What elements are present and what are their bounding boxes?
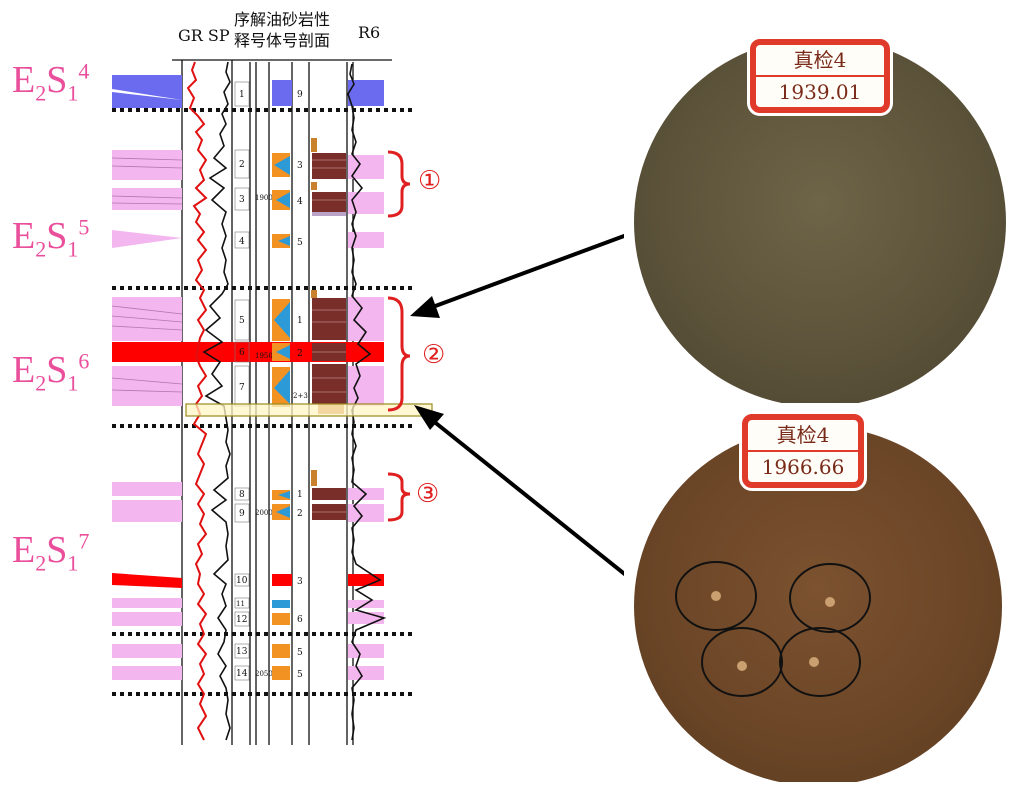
sand-num-4: 5	[297, 238, 303, 248]
depth-marks: 1900 1950 2000 2050	[255, 194, 273, 678]
sandbody-track: 9 3 4 5 1 2 2+3 1 2 3 6 5 5	[293, 90, 308, 680]
lithology-track	[311, 138, 346, 520]
interp-num-10: 10	[236, 576, 248, 586]
interp-num-12: 12	[236, 615, 247, 625]
interp-num-8: 8	[239, 490, 245, 500]
arrows	[410, 233, 624, 580]
depth-1900: 1900	[255, 194, 273, 202]
interp-num-14: 14	[236, 669, 248, 679]
sand-num-9: 2	[297, 509, 303, 519]
core-label-top-depth: 1939.01	[756, 75, 884, 107]
interp-num-3: 3	[239, 195, 245, 205]
depth-2000: 2000	[255, 509, 273, 517]
sand-num-2: 3	[297, 161, 303, 171]
sand-num-1: 9	[297, 90, 303, 100]
well-log-diagram: 1 2 3 4 5 6 7 8 9 10 11 12 13 14 1900 19…	[0, 0, 624, 789]
zone-label-e2s1-5: E2S15	[12, 214, 89, 263]
sand-num-8: 1	[297, 490, 303, 500]
bracket-label-2: ②	[422, 340, 445, 370]
sand-num-6: 2	[297, 349, 303, 359]
sp-curve	[204, 62, 230, 740]
depth-2050: 2050	[255, 670, 273, 678]
interp-num-6: 6	[239, 348, 245, 358]
interp-num-11: 11	[236, 600, 245, 608]
depth-1950: 1950	[255, 352, 273, 360]
sand-num-13: 5	[297, 670, 303, 680]
zone-label-e2s1-7: E2S17	[12, 528, 89, 577]
zone-label-e2s1-4: E2S14	[12, 58, 89, 107]
sand-num-12: 5	[297, 648, 303, 658]
sand-num-3: 4	[297, 197, 303, 207]
sand-num-5: 1	[297, 316, 303, 326]
interp-num-2: 2	[239, 160, 245, 170]
interp-num-9: 9	[239, 509, 245, 519]
interp-num-13: 13	[236, 647, 248, 657]
core-photo-top: 真检4 1939.01	[624, 23, 1010, 403]
zone-label-e2s1-6: E2S16	[12, 348, 89, 397]
sand-num-7: 2+3	[293, 392, 308, 400]
interp-num-7: 7	[239, 383, 245, 393]
sand-num-10: 3	[297, 577, 303, 587]
core-photo-bottom: 真检4 1966.66	[624, 406, 1010, 782]
interpretation-track: 1 2 3 4 5 6 7 8 9 10 11 12 13 14	[235, 82, 249, 680]
interp-num-4: 4	[239, 237, 245, 247]
core-label-top-well: 真检4	[756, 45, 884, 75]
bracket-label-3: ③	[416, 479, 439, 509]
core-label-top: 真检4 1939.01	[750, 39, 890, 113]
bracket-label-1: ①	[418, 166, 441, 196]
interp-num-1: 1	[239, 90, 245, 100]
interp-num-5: 5	[239, 316, 245, 326]
red-braces	[388, 152, 410, 520]
sand-num-11: 6	[297, 615, 303, 625]
gr-curve	[188, 62, 206, 740]
oil-spot-circles	[624, 406, 1010, 782]
